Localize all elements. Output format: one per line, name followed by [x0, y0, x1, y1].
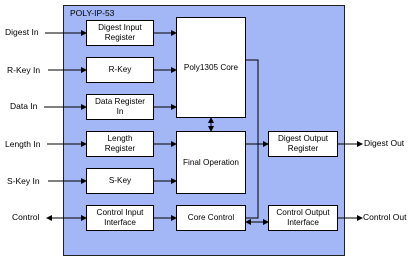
data-in-label: Data In	[10, 101, 38, 111]
control-in-label: Control	[12, 212, 40, 222]
digest-in-label: Digest In	[5, 27, 39, 37]
core-to-control-line	[246, 59, 259, 219]
digest-out-label: Digest Out	[364, 138, 405, 148]
rkey-block: R-Key	[86, 57, 154, 83]
final-operation-block: Final Operation	[176, 131, 246, 194]
length-register-block: Length Register	[86, 131, 154, 157]
skey-in-label: S-Key In	[7, 176, 40, 186]
skey-block: S-Key	[86, 168, 154, 194]
poly1305-core-block: Poly1305 Core	[176, 17, 246, 118]
digest-output-register-block: Digest Output Register	[268, 131, 338, 157]
core-control-block: Core Control	[176, 205, 246, 231]
length-in-label: Length In	[5, 139, 41, 149]
control-output-interface-block: Control Output Interface	[268, 205, 338, 231]
digest-input-register-block: Digest Input Register	[86, 20, 154, 46]
container-title: POLY-IP-53	[70, 8, 115, 18]
control-input-interface-block: Control Input Interface	[86, 205, 154, 231]
control-out-label: Control Out	[363, 212, 407, 222]
rkey-in-label: R-Key In	[7, 65, 41, 75]
